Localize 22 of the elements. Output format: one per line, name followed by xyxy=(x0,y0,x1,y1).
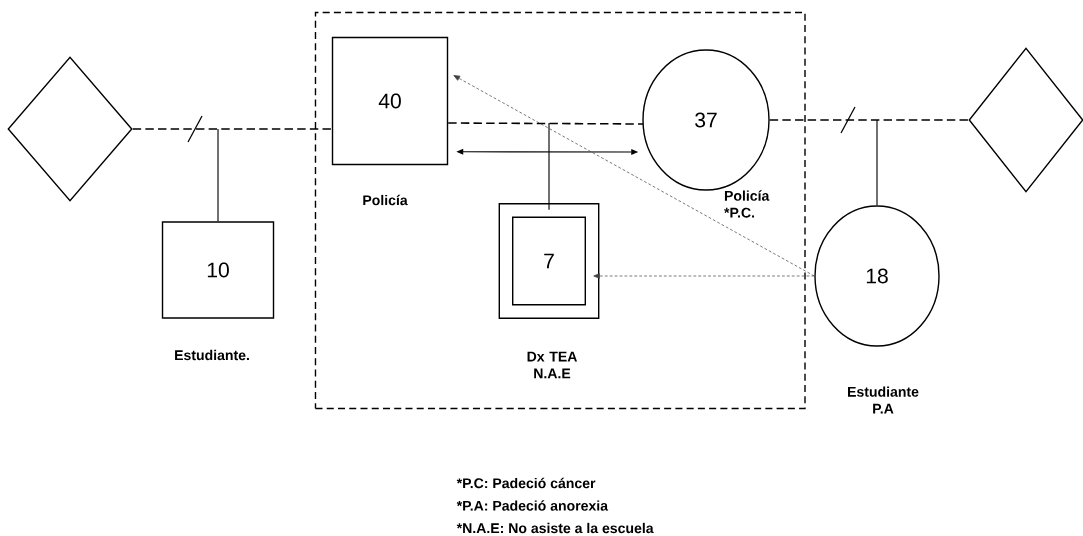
person-square: 40 xyxy=(331,36,449,166)
connector-line xyxy=(131,128,333,130)
connector-line xyxy=(447,122,644,125)
arrow xyxy=(593,273,815,279)
household-box xyxy=(314,11,806,410)
connector-line xyxy=(768,119,970,121)
note-text: *P.A: Padeció anorexia xyxy=(456,500,609,511)
person-diamond xyxy=(7,56,133,202)
arrow xyxy=(453,75,815,277)
person-caption: Dx TEA N.A.E xyxy=(527,351,577,379)
connector-line xyxy=(217,128,219,222)
note-text: *N.A.E: No asiste a la escuela xyxy=(456,522,654,534)
person-double-square: 7 xyxy=(498,203,600,319)
person-caption: Estudiante P.A xyxy=(848,386,919,414)
person-caption: Policía *P.C. xyxy=(724,190,770,218)
person-caption: Policía xyxy=(363,194,408,206)
person-square: 10 xyxy=(161,221,275,319)
person-diamond xyxy=(968,47,1083,193)
person-caption: Estudiante. xyxy=(175,349,249,361)
connector-line xyxy=(548,122,550,211)
note-text: *P.C: Padeció cáncer xyxy=(456,477,596,489)
connector-line xyxy=(876,119,878,206)
